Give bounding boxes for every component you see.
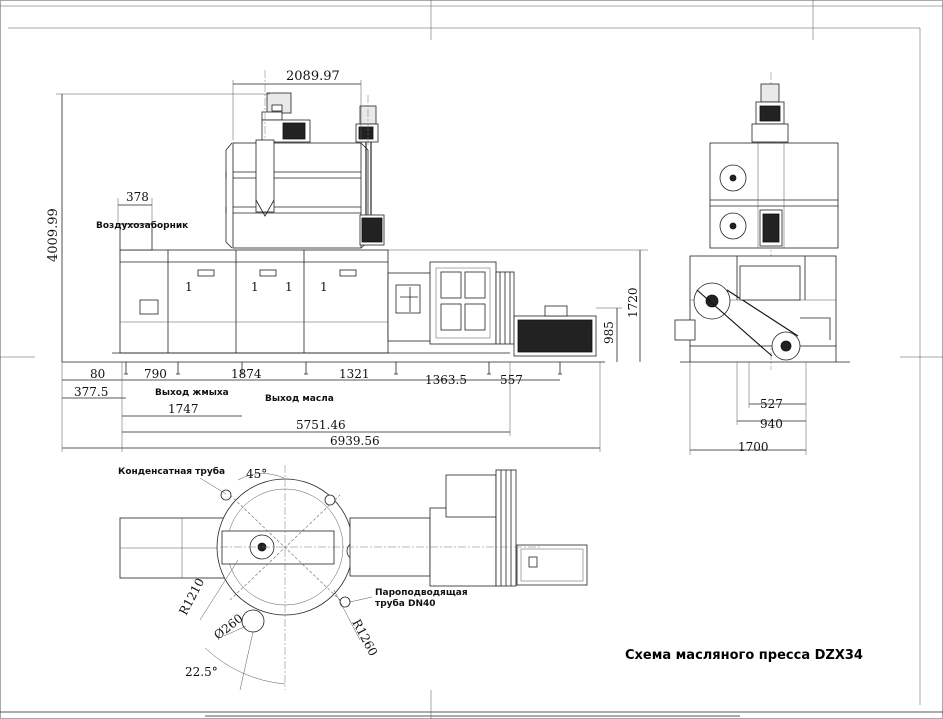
dim-45deg: 45° — [246, 467, 267, 481]
dim-557: 557 — [500, 373, 523, 387]
dim-1874: 1874 — [231, 367, 262, 381]
plan-view — [119, 465, 588, 690]
dim-1363-5: 1363.5 — [425, 373, 467, 387]
front-view: 1 1 1 1 — [62, 70, 605, 375]
dim-1747: 1747 — [168, 402, 199, 416]
svg-text:1: 1 — [320, 280, 328, 294]
label-steam-pipe-2: труба DN40 — [375, 598, 436, 609]
label-cake-outlet: Выход жмыха — [155, 388, 229, 398]
dim-80: 80 — [90, 367, 105, 381]
dim-2089-97: 2089.97 — [286, 69, 340, 84]
dim-d260: Ø260 — [211, 611, 245, 642]
svg-text:1: 1 — [285, 280, 293, 294]
svg-text:1: 1 — [251, 280, 259, 294]
side-dimensions: 527 940 1700 — [689, 362, 807, 455]
label-oil-outlet: Выход масла — [265, 394, 334, 404]
dim-1700: 1700 — [738, 440, 769, 454]
dim-r1210: R1210 — [176, 576, 207, 618]
dim-5751-46: 5751.46 — [296, 418, 346, 432]
label-condensate-pipe: Конденсатная труба — [118, 466, 225, 477]
drawing-title: Схема масляного пресса DZX34 — [625, 648, 863, 663]
front-dimensions: 2089.97 4009.99 378 Воздухозаборник 1720… — [46, 69, 648, 452]
dim-1321: 1321 — [339, 367, 370, 381]
dim-985: 985 — [602, 321, 616, 344]
dim-4009-99: 4009.99 — [46, 208, 61, 262]
label-air-intake: Воздухозаборник — [96, 220, 188, 231]
dim-1720: 1720 — [626, 287, 640, 318]
dim-940: 940 — [760, 417, 783, 431]
dim-22-5deg: 22.5° — [185, 665, 218, 679]
dim-6939-56: 6939.56 — [330, 434, 380, 448]
dim-r1260: R1260 — [349, 617, 380, 659]
dim-378: 378 — [126, 190, 149, 204]
dim-377-5: 377.5 — [74, 385, 108, 399]
label-steam-pipe-1: Паропод­водящая — [375, 588, 468, 598]
dim-527: 527 — [760, 397, 783, 411]
side-view — [674, 72, 850, 370]
svg-text:1: 1 — [185, 280, 193, 294]
dim-790: 790 — [144, 367, 167, 381]
